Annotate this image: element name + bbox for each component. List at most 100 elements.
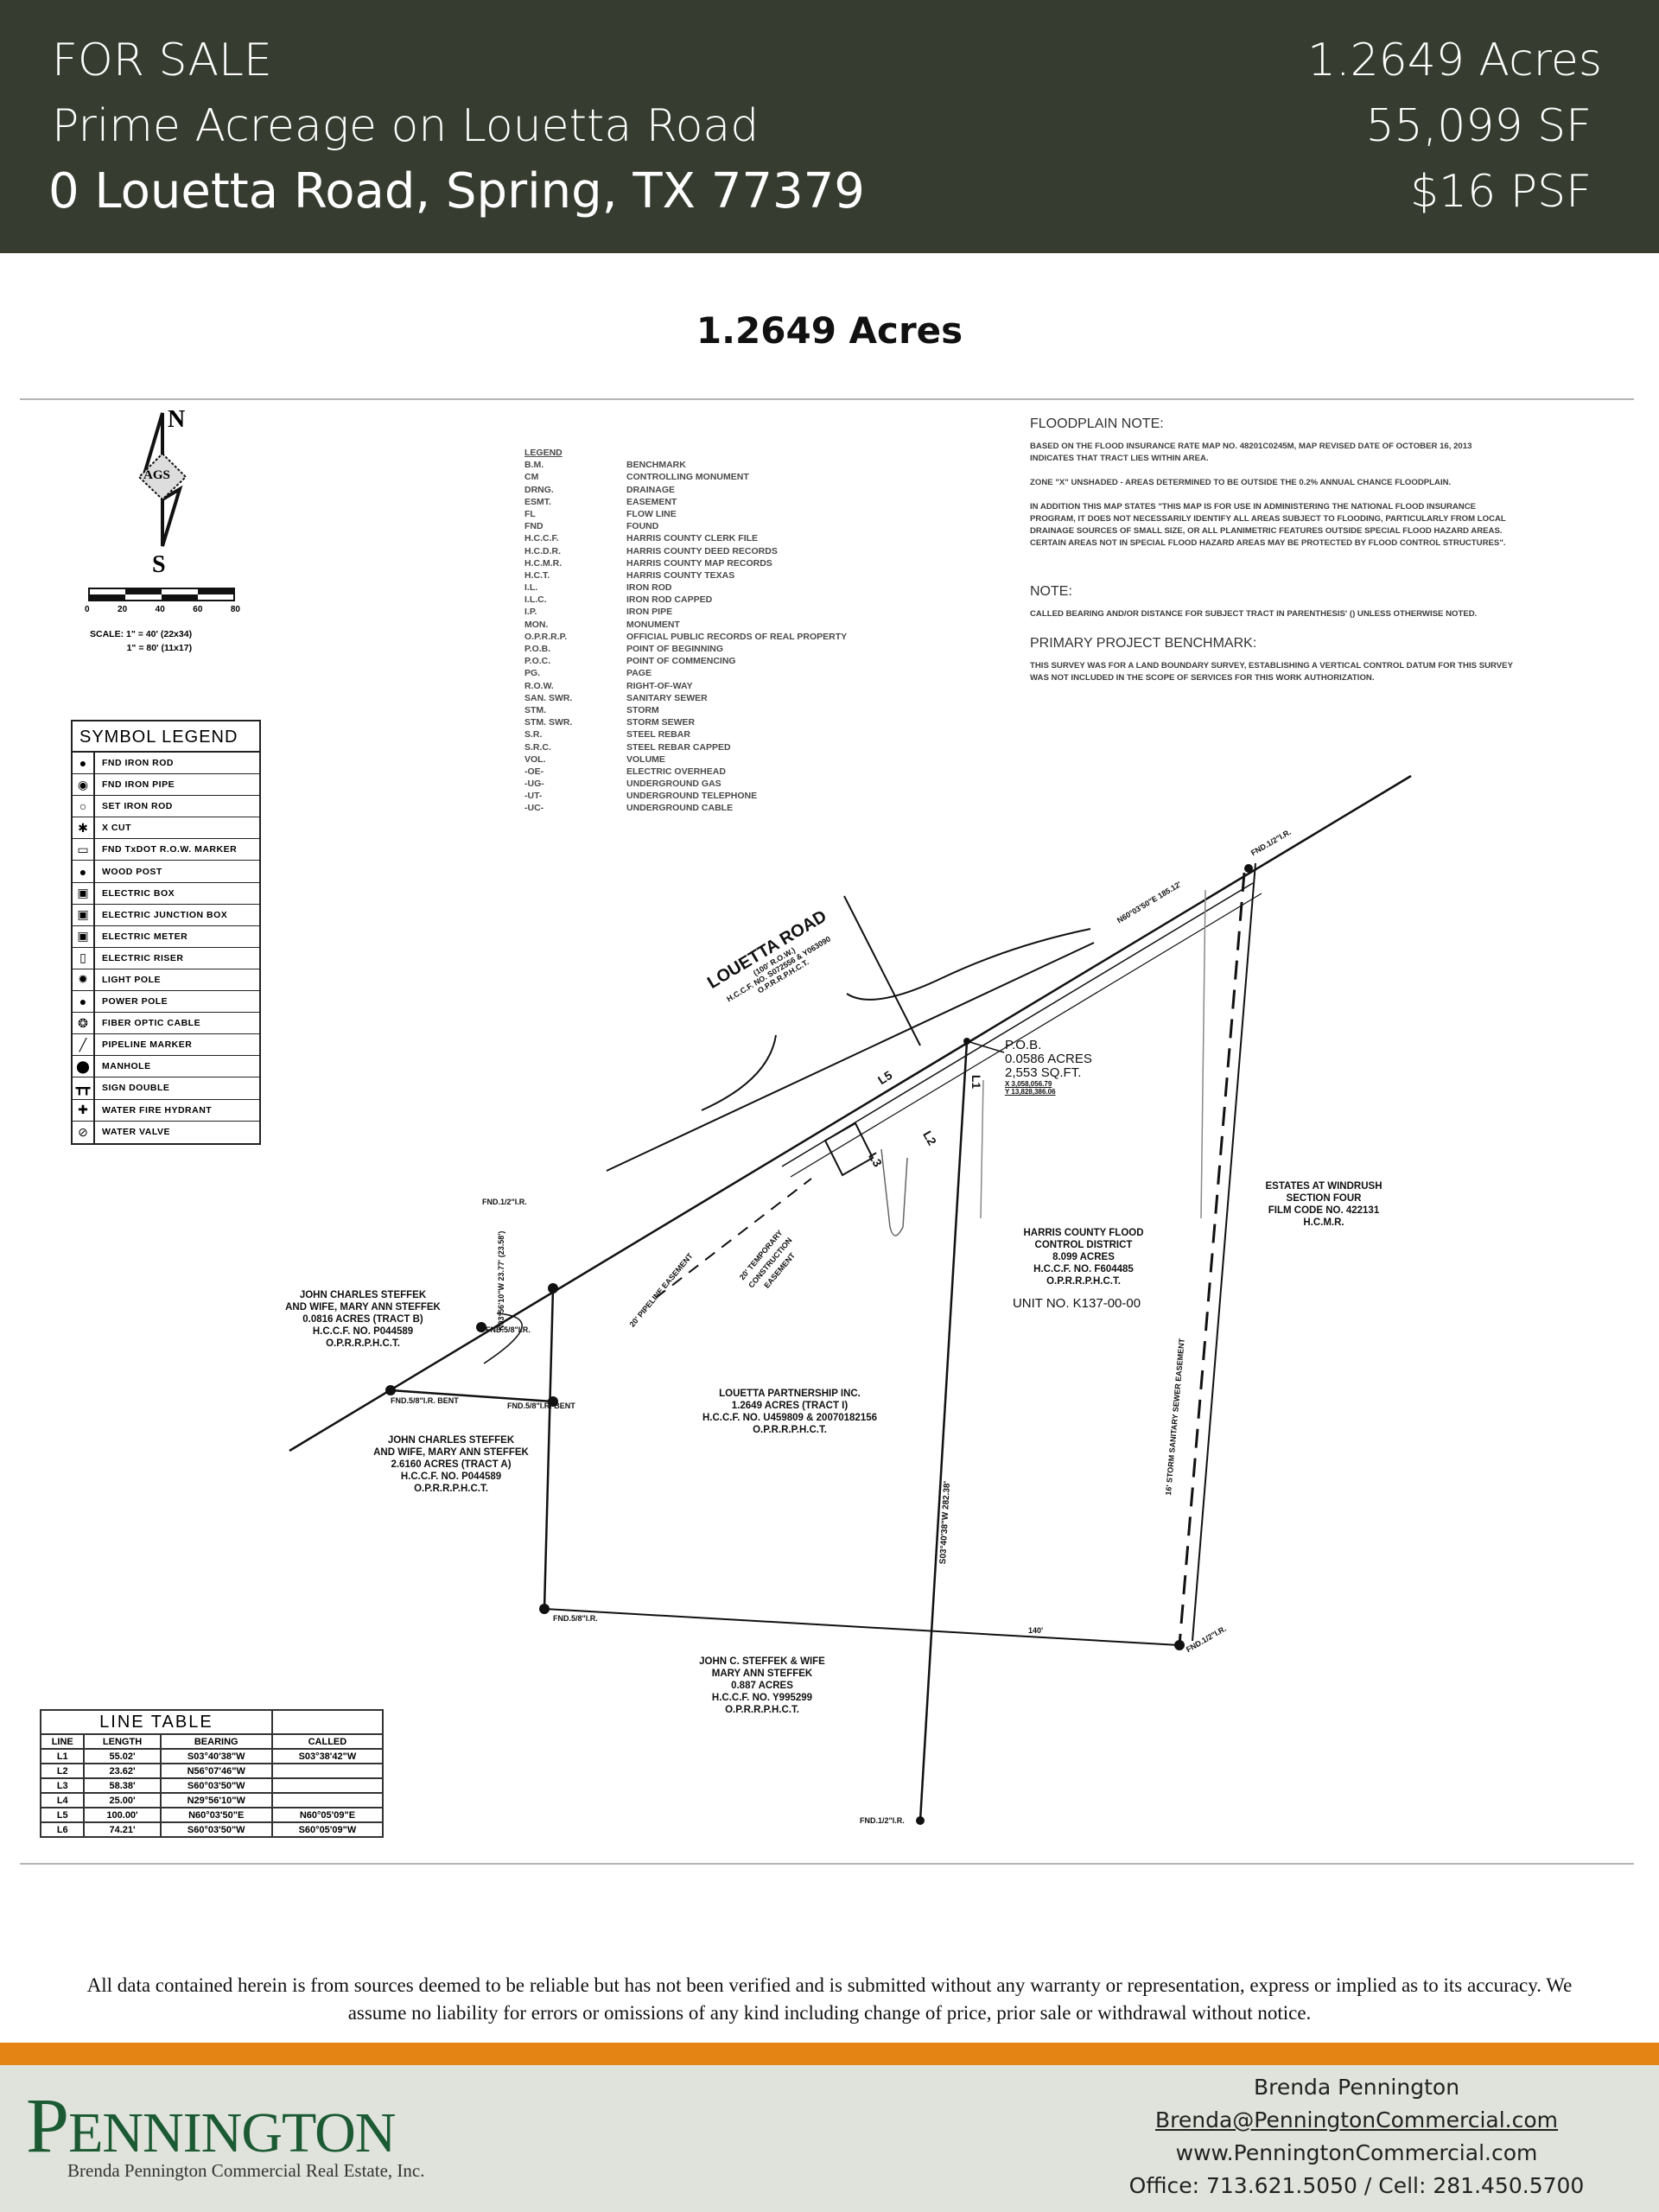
legend-item: S.R.C. STEEL REBAR CAPPED [524, 742, 847, 754]
louetta-road-south-row-line [289, 774, 1412, 1452]
road-edge-line [790, 893, 1262, 1178]
legend-abbr: B.M. [524, 460, 544, 471]
legend-item: ESMT.EASEMENT [524, 497, 847, 509]
website-link[interactable]: www.PenningtonCommercial.com [1175, 2140, 1538, 2165]
table-cell: S03°38'42"W [270, 1748, 385, 1764]
legend-desc: IRON PIPE [626, 607, 673, 618]
east-boundary-dashed-line [1178, 872, 1246, 1646]
scale-tick: 20 [118, 605, 128, 614]
symbol-label: LIGHT POLE [102, 974, 161, 985]
legend-item: H.C.D.R.HARRIS COUNTY DEED RECORDS [524, 546, 847, 558]
label-line: AND WIFE, MARY ANN STEFFEK [373, 1447, 529, 1458]
legend-item: S.R.STEEL REBAR [524, 729, 847, 741]
legend-desc: IRON ROD [626, 582, 672, 594]
legend-abbr: FL [524, 508, 536, 519]
water-valve-icon: ⊘ [73, 1121, 95, 1143]
legend-item: I.L.IRON ROD [524, 582, 847, 594]
legend-desc: HARRIS COUNTY CLERK FILE [626, 533, 759, 544]
legend-item: P.O.C.POINT OF COMMENCING [524, 656, 847, 668]
monument-marker [1174, 1640, 1185, 1650]
legend-abbr: PG. [524, 668, 541, 679]
table-cell: L5 [39, 1807, 86, 1823]
legend-abbr: H.C.D.R. [524, 545, 561, 556]
email-link[interactable]: Brenda@PenningtonCommercial.com [1154, 2107, 1558, 2133]
floodplain-text: ZONE "X" UNSHADED - AREAS DETERMINED TO … [1030, 478, 1452, 487]
legend-abbr: DRNG. [524, 484, 554, 495]
tract-b-arrow [483, 1313, 523, 1364]
monument-marker [548, 1396, 558, 1407]
legend-desc: PAGE [626, 668, 652, 679]
symbol-label: FIBER OPTIC CABLE [102, 1018, 201, 1029]
legend-item: P.O.B.POINT OF BEGINNING [524, 644, 847, 656]
listing-headline: Prime Acreage on Louetta Road [52, 100, 760, 152]
monument-marker [548, 1283, 558, 1294]
legend-item: STM.STORM [524, 705, 847, 717]
legend-abbr: H.C.C.F. [524, 533, 559, 544]
legend-desc: POINT OF BEGINNING [626, 644, 724, 654]
road-curve [846, 928, 1091, 1001]
legend-item: -OE-ELECTRIC OVERHEAD [524, 766, 847, 779]
pob-leader [966, 1040, 1005, 1053]
legend-desc: VOLUME [626, 753, 665, 765]
table-cell: L2 [39, 1763, 86, 1779]
benchmark-text: THIS SURVEY WAS FOR A LAND BOUNDARY SURV… [1030, 661, 1513, 683]
road-curve [701, 1034, 777, 1111]
symbol-legend-row: ✚WATER FIRE HYDRANT [73, 1099, 259, 1122]
pob-acres: 0.0586 ACRES [1005, 1052, 1092, 1066]
line-table-title-blank [270, 1709, 385, 1735]
symbol-legend-row: ✹LIGHT POLE [73, 969, 259, 992]
symbol-label: WATER VALVE [102, 1127, 170, 1138]
symbol-label: ELECTRIC RISER [102, 952, 184, 963]
legend-abbr: I.L.C. [524, 594, 547, 606]
symbol-label: ELECTRIC BOX [102, 887, 175, 899]
symbol-legend-row: ▣ELECTRIC METER [73, 925, 259, 948]
fnd-label: FND.1/2"I.R. [482, 1198, 527, 1206]
louetta-partnership-label: LOUETTA PARTNERSHIP INC.1.2649 ACRES (TR… [702, 1388, 877, 1436]
contact-info: Brenda Pennington Brenda@PenningtonComme… [1115, 2071, 1599, 2202]
table-cell: 58.38' [83, 1777, 162, 1794]
label-line: 2.6160 ACRES (TRACT A) [391, 1459, 512, 1470]
legend-desc: HARRIS COUNTY MAP RECORDS [626, 557, 772, 569]
table-cell: L3 [39, 1777, 86, 1794]
monument-marker [916, 1816, 925, 1825]
scale-ticks: 0 20 40 60 80 [85, 605, 240, 614]
symbol-legend-row: ●FND IRON ROD [73, 753, 259, 775]
north-arrow: N S AGS 0 20 40 60 80 SCALE: 1" = 40' (2… [78, 406, 268, 665]
legend-desc: SANITARY SEWER [626, 692, 708, 703]
scale-text: SCALE: 1" = 40' (22x34) 1" = 80' (11x17) [90, 627, 192, 655]
building-outline [823, 1122, 874, 1177]
symbol-legend-title: SYMBOL LEGEND [73, 721, 259, 753]
legend-desc: STEEL REBAR CAPPED [626, 741, 731, 753]
label-line: H.C.C.F. NO. P044589 [400, 1471, 502, 1482]
legend-abbr: SAN. SWR. [524, 692, 573, 703]
legend-desc: UNDERGROUND GAS [626, 779, 721, 790]
legend-desc: DRAINAGE [626, 484, 676, 495]
table-cell: N60°03'50"E [159, 1807, 273, 1823]
symbol-legend-row: ◉FND IRON PIPE [73, 774, 259, 797]
table-cell: L4 [39, 1792, 86, 1808]
label-line: 8.099 ACRES [1052, 1252, 1115, 1262]
symbol-label: ELECTRIC METER [102, 931, 188, 942]
fnd-label: FND.5/8"I.R. [486, 1325, 531, 1334]
legend-abbr: S.R.C. [524, 741, 551, 753]
symbol-legend: SYMBOL LEGEND ●FND IRON ROD◉FND IRON PIP… [71, 720, 261, 1145]
legend-desc: EASEMENT [626, 496, 677, 507]
scale-tick: 40 [155, 605, 165, 614]
legend-desc: MONUMENT [626, 619, 680, 630]
symbol-label: X CUT [102, 823, 131, 834]
legend-desc: STEEL REBAR [626, 729, 690, 741]
table-cell [270, 1792, 385, 1808]
legend-abbr: O.P.R.R.P. [524, 631, 568, 642]
legend-desc: FOUND [626, 521, 659, 532]
column-header: LINE [39, 1733, 86, 1750]
road-edge-line [781, 882, 1254, 1167]
set-iron-rod-icon: ○ [73, 796, 95, 817]
legend-desc: FLOW LINE [626, 508, 677, 519]
label-line: MARY ANN STEFFEK [711, 1669, 813, 1679]
fire-hydrant-icon: ✚ [73, 1099, 95, 1121]
benchmark-heading: PRIMARY PROJECT BENCHMARK: [1030, 636, 1257, 651]
legend-abbr: H.C.M.R. [524, 557, 563, 569]
pipeline-marker-icon: ╱ [73, 1034, 95, 1056]
